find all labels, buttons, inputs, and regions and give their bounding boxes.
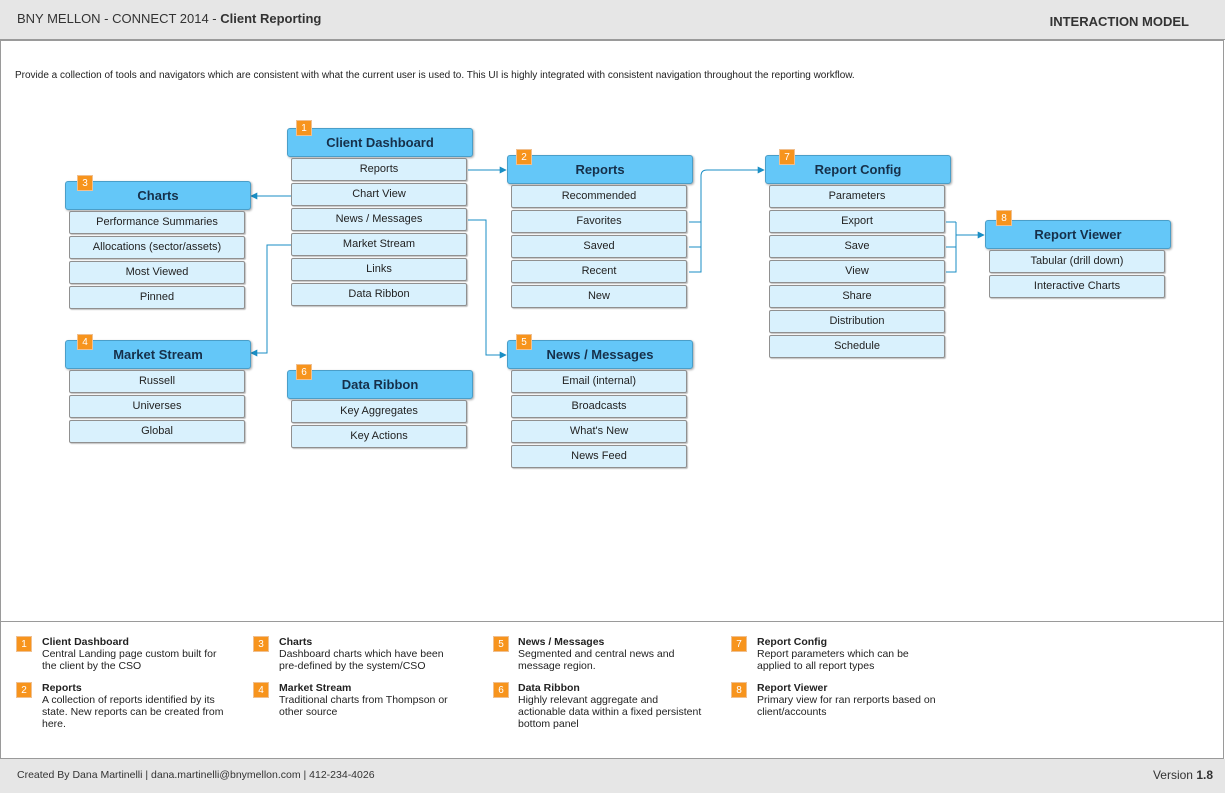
report-config-item-export[interactable]: Export [769,210,945,233]
report-config-item-save[interactable]: Save [769,235,945,258]
legend-desc: Traditional charts from Thompson or othe… [279,694,448,718]
client-dashboard-item-data-ribbon[interactable]: Data Ribbon [291,283,467,306]
charts-item-performance-summaries[interactable]: Performance Summaries [69,211,245,234]
canvas-frame [0,40,1224,759]
report-config-item-schedule[interactable]: Schedule [769,335,945,358]
connector-market-stream [250,244,291,357]
legend-title: Reports [42,682,82,694]
charts-badge: 3 [77,175,93,191]
footer-credit: Created By Dana Martinelli | dana.martin… [17,769,375,781]
report-viewer-item-tabular[interactable]: Tabular (drill down) [989,250,1165,273]
footer-bar: Created By Dana Martinelli | dana.martin… [0,759,1225,793]
charts-item-allocations[interactable]: Allocations (sector/assets) [69,236,245,259]
client-dashboard-item-market-stream[interactable]: Market Stream [291,233,467,256]
reports-header[interactable]: Reports [507,155,693,184]
legend-badge-3: 3 [253,636,269,652]
legend-desc: Dashboard charts which have been pre-def… [279,648,444,672]
charts-header[interactable]: Charts [65,181,251,210]
connector-view [946,235,957,273]
connector-report-viewer [955,222,985,239]
report-config-header[interactable]: Report Config [765,155,951,184]
legend-badge-8: 8 [731,682,747,698]
data-ribbon-item-key-actions[interactable]: Key Actions [291,425,467,448]
reports-item-favorites[interactable]: Favorites [511,210,687,233]
legend-desc: Central Landing page custom built for th… [42,648,217,672]
legend-desc: Report parameters which can be applied t… [757,648,909,672]
data-ribbon-badge: 6 [296,364,312,380]
reports-item-recent[interactable]: Recent [511,260,687,283]
intro-text: Provide a collection of tools and naviga… [15,70,855,81]
report-viewer-badge: 8 [996,210,1012,226]
report-viewer-header[interactable]: Report Viewer [985,220,1171,249]
news-messages-header[interactable]: News / Messages [507,340,693,369]
legend-badge-1: 1 [16,636,32,652]
client-dashboard-item-news-messages[interactable]: News / Messages [291,208,467,231]
reports-item-saved[interactable]: Saved [511,235,687,258]
legend-desc: A collection of reports identified by it… [42,694,224,730]
legend-title: Report Viewer [757,682,828,694]
market-stream-badge: 4 [77,334,93,350]
report-viewer-item-interactive-charts[interactable]: Interactive Charts [989,275,1165,298]
top-bar: BNY MELLON - CONNECT 2014 - Client Repor… [0,0,1225,40]
market-stream-item-russell[interactable]: Russell [69,370,245,393]
legend-desc: Segmented and central news and message r… [518,648,675,672]
report-config-item-view[interactable]: View [769,260,945,283]
reports-item-recommended[interactable]: Recommended [511,185,687,208]
client-dashboard-item-reports[interactable]: Reports [291,158,467,181]
connector-news [468,219,507,359]
legend-title: Charts [279,636,313,648]
client-dashboard-item-chart-view[interactable]: Chart View [291,183,467,206]
client-dashboard-item-links[interactable]: Links [291,258,467,281]
report-config-item-parameters[interactable]: Parameters [769,185,945,208]
legend-title: Report Config [757,636,827,648]
legend-badge-2: 2 [16,682,32,698]
data-ribbon-item-key-aggregates[interactable]: Key Aggregates [291,400,467,423]
legend-divider [1,621,1223,622]
charts-item-pinned[interactable]: Pinned [69,286,245,309]
report-config-item-distribution[interactable]: Distribution [769,310,945,333]
reports-item-new[interactable]: New [511,285,687,308]
client-dashboard-badge: 1 [296,120,312,136]
news-messages-item-broadcasts[interactable]: Broadcasts [511,395,687,418]
connector-report-config [689,166,765,273]
report-config-badge: 7 [779,149,795,165]
version-label: Version 1.8 [1152,768,1213,782]
client-dashboard-header[interactable]: Client Dashboard [287,128,473,157]
legend-desc: Primary view for ran rerports based on c… [757,694,936,718]
legend-title: Client Dashboard [42,636,129,648]
legend-badge-7: 7 [731,636,747,652]
legend-title: News / Messages [518,636,605,648]
page-type-label: INTERACTION MODEL [1049,14,1189,29]
market-stream-item-universes[interactable]: Universes [69,395,245,418]
legend-title: Market Stream [279,682,352,694]
news-messages-item-news-feed[interactable]: News Feed [511,445,687,468]
legend-desc: Highly relevant aggregate and actionable… [518,694,702,730]
charts-item-most-viewed[interactable]: Most Viewed [69,261,245,284]
legend-badge-5: 5 [493,636,509,652]
page-title: BNY MELLON - CONNECT 2014 - Client Repor… [17,11,322,26]
reports-badge: 2 [516,149,532,165]
legend-badge-6: 6 [493,682,509,698]
legend-badge-4: 4 [253,682,269,698]
report-config-item-share[interactable]: Share [769,285,945,308]
legend-title: Data Ribbon [518,682,580,694]
market-stream-item-global[interactable]: Global [69,420,245,443]
news-messages-item-email[interactable]: Email (internal) [511,370,687,393]
version-number: 1.8 [1196,768,1213,782]
data-ribbon-header[interactable]: Data Ribbon [287,370,473,399]
market-stream-header[interactable]: Market Stream [65,340,251,369]
news-messages-badge: 5 [516,334,532,350]
news-messages-item-whats-new[interactable]: What's New [511,420,687,443]
